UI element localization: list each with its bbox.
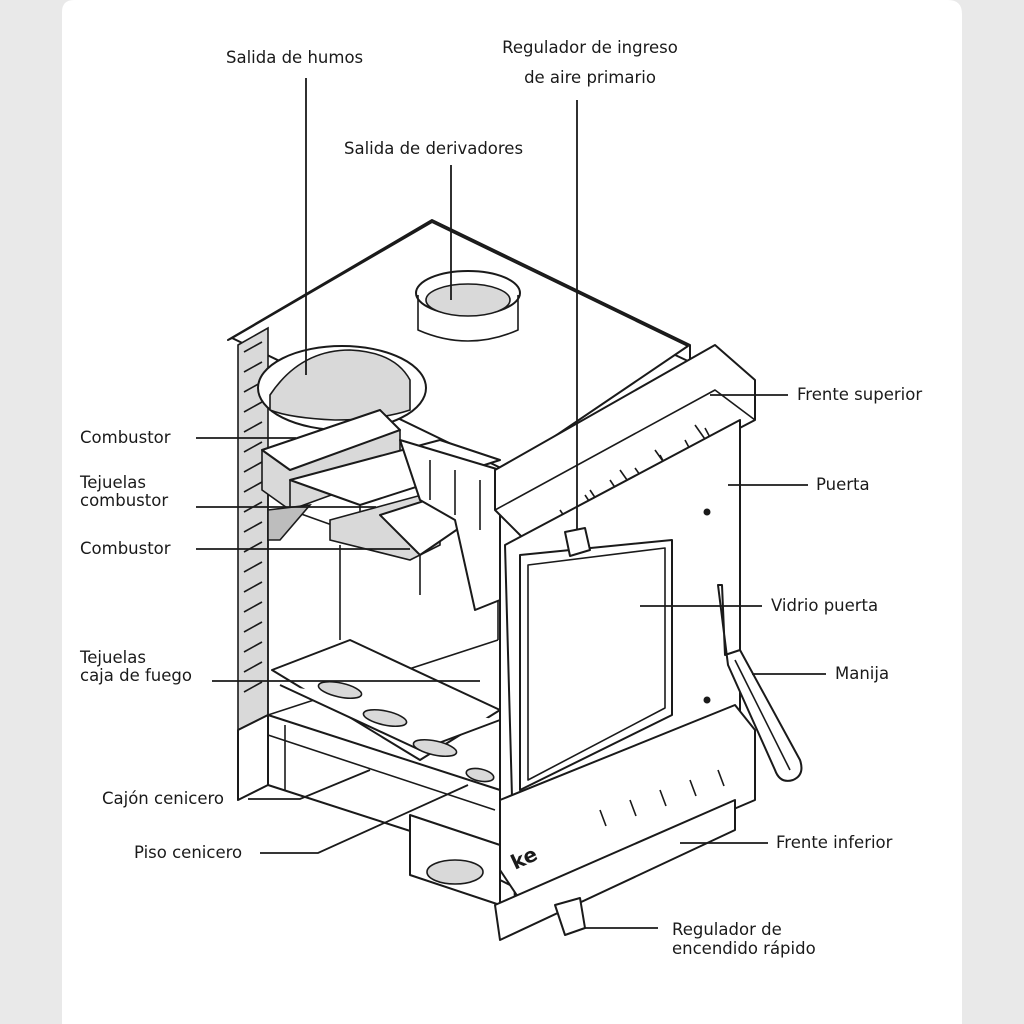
label-tejuelas-caja-1: Tejuelas	[80, 648, 146, 667]
top-surface	[231, 221, 689, 471]
label-puerta: Puerta	[816, 475, 870, 494]
label-manija: Manija	[835, 664, 890, 683]
label-frente-inferior: Frente inferior	[776, 833, 893, 852]
label-combustor-2: Combustor	[80, 539, 171, 558]
label-piso-cenicero: Piso cenicero	[134, 843, 243, 862]
label-vidrio-puerta: Vidrio puerta	[771, 596, 879, 615]
door-glass	[519, 539, 673, 791]
label-regulador-encendido-1: Regulador de	[672, 920, 782, 939]
primary-air-regulator-rod	[564, 527, 591, 557]
leader-cajon-cenicero	[248, 769, 371, 800]
label-regulador-aire-1: Regulador de ingreso	[502, 38, 678, 57]
label-tejuelas-combustor-2: combustor	[80, 491, 169, 510]
label-regulador-aire-2: de aire primario	[524, 68, 656, 87]
label-combustor-1: Combustor	[80, 428, 171, 447]
label-regulador-encendido-2: encendido rápido	[672, 939, 816, 958]
label-salida-derivadores: Salida de derivadores	[344, 139, 524, 158]
label-salida-humos: Salida de humos	[226, 48, 364, 67]
leader-piso-cenicero	[260, 784, 469, 854]
label-frente-superior: Frente superior	[797, 385, 923, 404]
smoke-outlet-inner	[269, 349, 411, 421]
label-cajon-cenicero: Cajón cenicero	[102, 789, 225, 808]
label-tejuelas-combustor-1: Tejuelas	[80, 473, 146, 492]
front-lower-bar	[499, 704, 756, 901]
door-handle	[717, 584, 803, 782]
label-tejuelas-caja-2: caja de fuego	[80, 666, 192, 685]
